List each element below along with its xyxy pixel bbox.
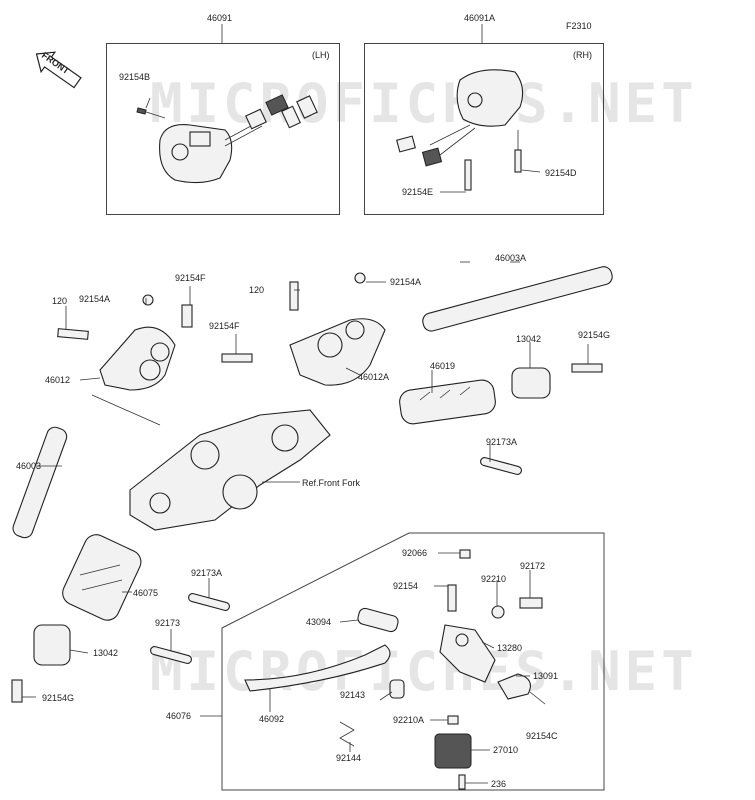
front-arrow-icon [35,51,82,89]
label-43094: 43094 [306,617,332,627]
lever-holder [434,549,543,790]
left-bar-end-weight [11,624,71,703]
label-92154A-mid: 92154A [390,277,422,287]
left-handlebar-tube [12,426,68,539]
label-120-left: 120 [52,296,68,306]
rh-box-side: (RH) [573,50,592,60]
label-92154F-mid: 92154F [209,321,240,331]
label-92154A-left: 92154A [79,294,111,304]
right-handlebar-tube [422,266,613,332]
label-92143: 92143 [340,690,366,700]
label-120-mid: 120 [249,285,265,295]
label-13280: 13280 [497,643,523,653]
label-46075: 46075 [133,588,159,598]
label-92154: 92154 [393,581,419,591]
right-grip [399,379,496,425]
label-13091: 13091 [533,671,559,681]
label-46003A: 46003A [495,253,527,263]
label-13042-right: 13042 [516,334,542,344]
clutch-lever [244,607,405,747]
label-92210: 92210 [481,574,507,584]
label-46012A: 46012A [358,372,390,382]
watermark-bottom: MICROFICHES.NET [150,640,698,703]
leader-lines [22,97,589,784]
label-46092: 46092 [259,714,285,724]
label-92154D: 92154D [545,168,577,178]
label-92154G-right: 92154G [578,330,611,340]
left-grip [62,534,142,621]
rh-box-title: 46091A [464,13,496,23]
right-bar-end-weight [511,363,603,399]
label-92210A: 92210A [393,715,425,725]
left-handlebar-holder [57,294,193,391]
label-46012: 46012 [45,375,71,385]
label-92144: 92144 [336,753,362,763]
label-92173: 92173 [155,618,181,628]
rh-switch-housing [396,69,524,191]
label-92154B: 92154B [119,72,151,82]
label-46019: 46019 [430,361,456,371]
label-92154C: 92154C [526,731,558,741]
diagram-code: F2310 [566,21,592,31]
label-92173A-right: 92173A [486,437,518,447]
ref-front-fork: Ref.Front Fork [302,478,361,488]
lh-switch-housing [136,94,318,184]
label-236: 236 [491,779,507,789]
lever-box [221,532,605,791]
label-92154F-left: 92154F [175,273,206,283]
wire-clips [150,457,522,664]
label-92154G-left: 92154G [42,693,75,703]
lh-switch-box [106,43,340,215]
label-13042-left: 13042 [93,648,119,658]
label-92172: 92172 [520,561,546,571]
label-46003: 46003 [16,461,42,471]
lh-box-side: (LH) [312,50,330,60]
front-fork-bracket [129,409,331,531]
label-27010: 27010 [493,745,519,755]
label-92154E: 92154E [402,187,434,197]
label-92066: 92066 [402,548,428,558]
label-92173A-left: 92173A [191,568,223,578]
right-handlebar-holder [221,272,386,386]
lh-box-title: 46091 [207,13,233,23]
lever-box-title: 46076 [166,711,192,721]
rh-switch-box [364,43,604,215]
